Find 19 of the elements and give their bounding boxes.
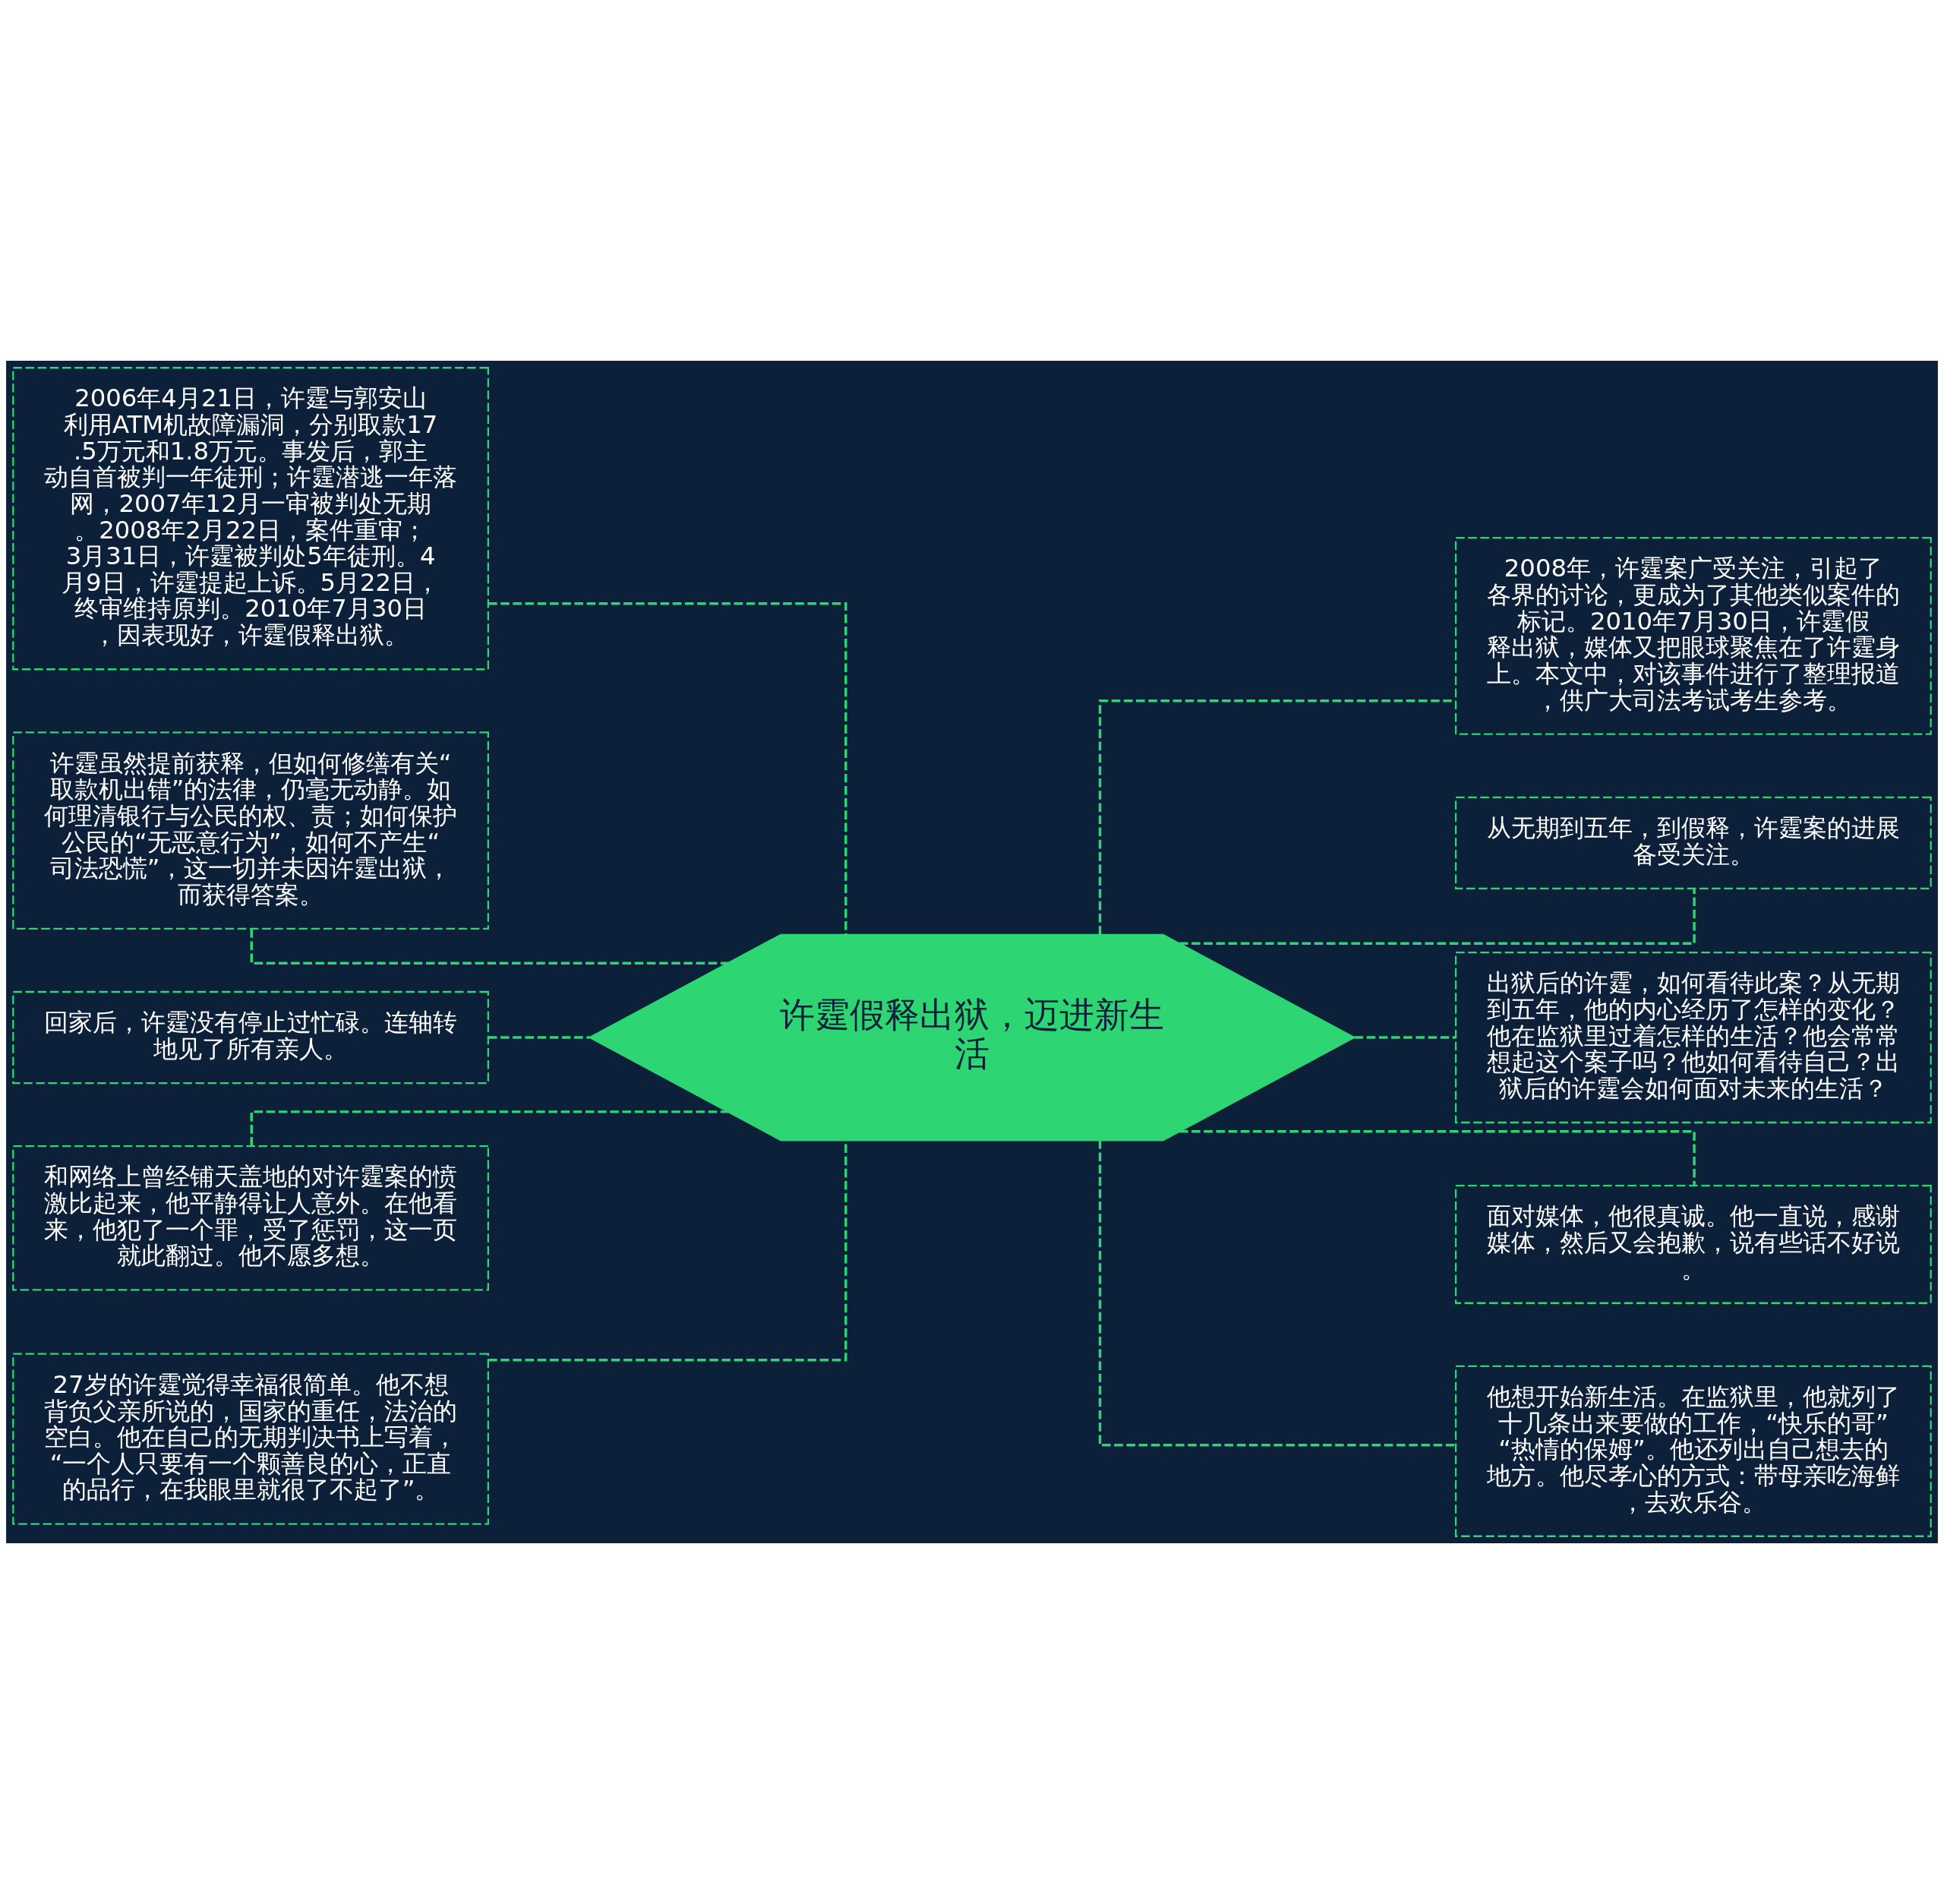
connector (488, 602, 847, 935)
node-box: 2006年4月21日，许霆与郭安山利用ATM机故障漏洞，分别取款17.5万元和1.8万元。事发后，郭主动自首被判一年徒刑；许霆潜逃一年落网，2007年12月一审被判处无期。2008年2月22日，案件重审；3月31日，许霆被判处5年徒刑。4月9日，许霆提起上诉。5月22日，终审维持原判。2010年7月30日，因表现好，许霆假释出狱。 (12, 367, 490, 671)
node-box: 回家后，许霆没有停止过忙碌。连轴转地见了所有亲人。 (12, 990, 490, 1085)
node-box: 2008年，许霆案广受关注，引起了各界的讨论，更成为了其他类似案件的标记。2010年7月30日，许霆假释出狱，媒体又把眼球聚焦在了许霆身上。本文中，对该事件进行了整理报道，供广大司法考试考生参考。 (1454, 537, 1932, 735)
connector (1354, 1036, 1456, 1039)
connector (250, 1110, 728, 1146)
node-box: 27岁的许霆觉得幸福很简单。他不想背负父亲所说的，国家的重任，法治的空白。他在自己的无期判决书上写着，“一个人只要有一个颗善良的心，正直的品行，在我眼里就很了不起了”。 (12, 1353, 490, 1525)
connector (1098, 1140, 1456, 1447)
node-box: 许霆虽然提前获释，但如何修缮有关“取款机出错”的法律，仍毫无动静。如何理清银行与公民的权、责；如何保护公民的“无恶意行为”，如何不产生“司法恐慌”，这一切并未因许霆出狱，而获得答案。 (12, 731, 490, 930)
connector (250, 929, 728, 965)
node-box: 从无期到五年，到假释，许霆案的进展备受关注。 (1454, 796, 1932, 889)
node-box: 他想开始新生活。在监狱里，他就列了十几条出来要做的工作，“快乐的哥”“热情的保姆”。他还列出自己想去的地方。他尽孝心的方式：带母亲吃海鲜，去欢乐谷。 (1454, 1365, 1932, 1537)
connector (1179, 889, 1696, 945)
node-box: 和网络上曾经铺天盖地的对许霆案的愤激比起来，他平静得让人意外。在他看来，他犯了一个罪，受了惩罚，这一页就此翻过。他不愿多想。 (12, 1145, 490, 1291)
node-box: 出狱后的许霆，如何看待此案？从无期到五年，他的内心经历了怎样的变化？他在监狱里过着怎样的生活？他会常常想起这个案子吗？他如何看待自己？出狱后的许霆会如何面对未来的生活？ (1454, 951, 1932, 1124)
connector (1179, 1130, 1696, 1186)
connector (488, 1036, 590, 1039)
node-box: 面对媒体，他很真诚。他一直说，感谢媒体，然后又会抱歉，说有些话不好说。 (1454, 1184, 1932, 1304)
connector (1098, 699, 1456, 935)
